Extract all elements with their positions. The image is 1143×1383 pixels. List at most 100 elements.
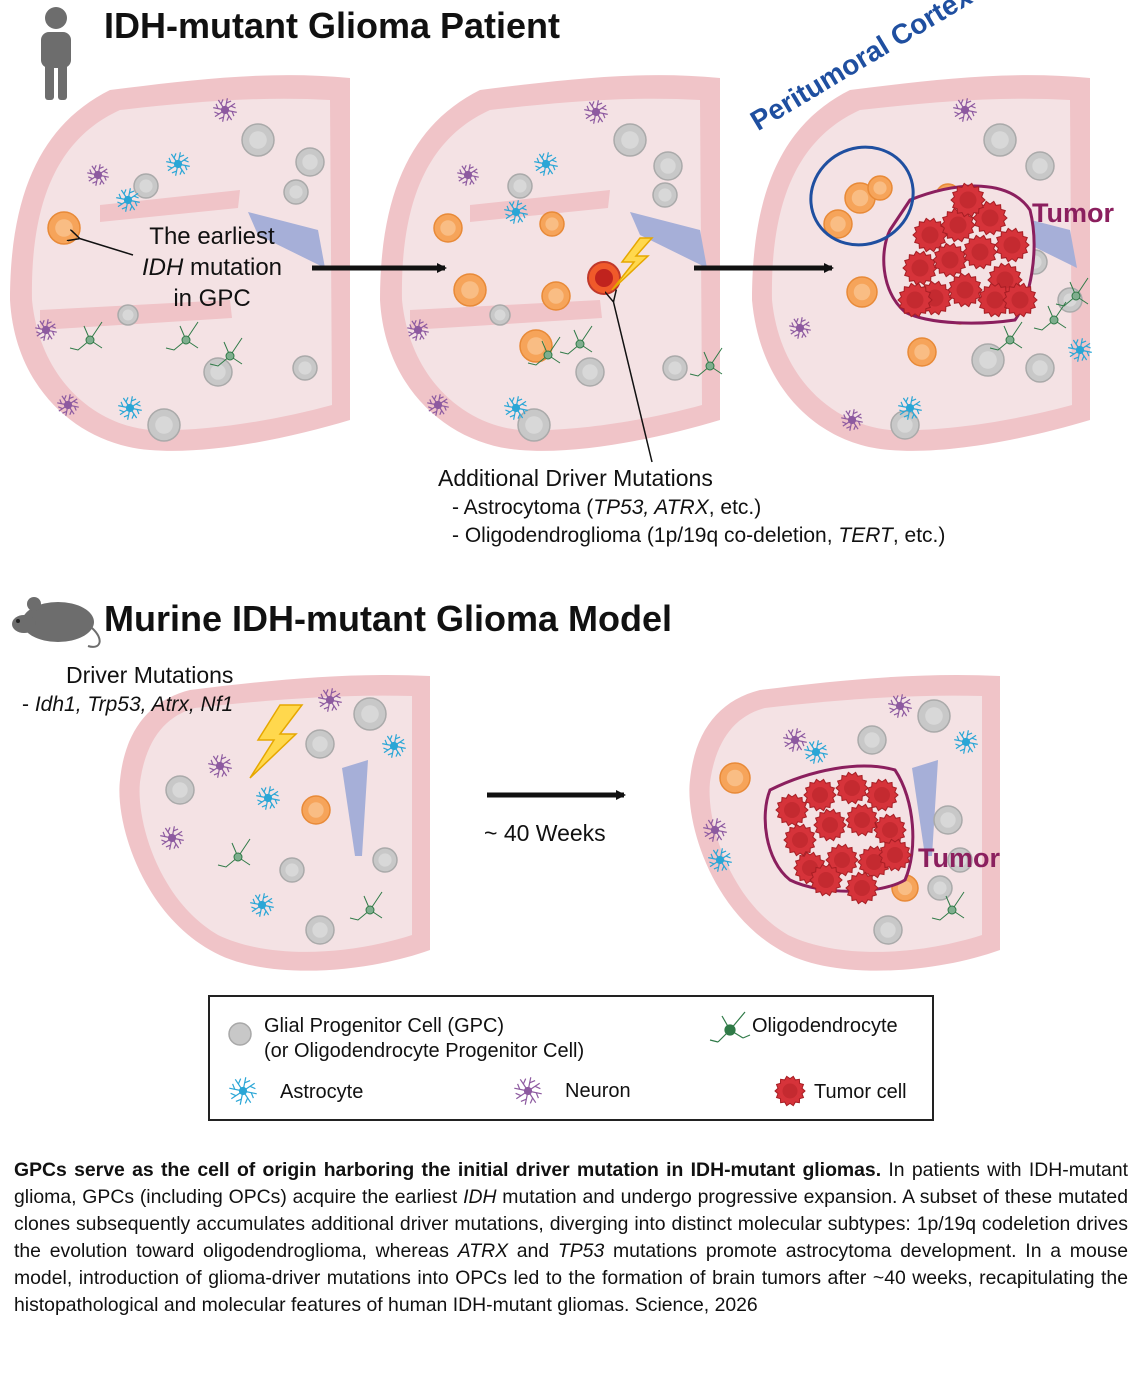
gpc-legend-icon: [228, 1022, 252, 1046]
gpc-cell: [517, 408, 551, 442]
legend-astrocyte-label: Astrocyte: [280, 1081, 364, 1103]
neuron-cell: [35, 319, 57, 341]
astrocyte-cell: [256, 786, 280, 810]
neurons: [35, 98, 977, 850]
mutated-gpc-cell: [453, 273, 487, 307]
peritumoral-cortex-outline: [809, 145, 915, 247]
oligodendrocytes: [69, 277, 1089, 921]
gpc-cell: [295, 147, 325, 177]
tumor-cell: [878, 838, 912, 872]
oligodendrocyte-cell: [1033, 301, 1067, 331]
mutated-gpc-cell: [823, 209, 853, 239]
gpc-cell: [147, 408, 181, 442]
gpc-cell: [983, 123, 1017, 157]
neuron-cell: [888, 694, 912, 718]
neuron-cell: [457, 164, 479, 186]
mutated-gpc-cell: [301, 795, 331, 825]
tumor-cell: [897, 282, 933, 318]
oligodendrocyte-cell: [209, 337, 243, 367]
oligodendrocyte-legend-icon: [709, 1011, 751, 1043]
caption-atrx: ATRX: [457, 1239, 509, 1262]
astrocytoma-line: - Astrocytoma (TP53, ATRX, etc.): [438, 494, 945, 522]
legend-tumor-cell-label: Tumor cell: [814, 1081, 907, 1103]
figure-diagram: IDH-mutant Glioma Patient Murine IDH-mut…: [10, 0, 1114, 1121]
gpc-cell: [857, 725, 887, 755]
oligo-gene: TERT: [838, 523, 893, 547]
murine-driver-list-line: - Idh1, Trp53, Atrx, Nf1: [22, 691, 233, 718]
gpc-cell: [1025, 151, 1055, 181]
tumor-cell: [775, 793, 809, 827]
gpc-cell: [292, 355, 318, 381]
astrocyte-cell: [504, 200, 528, 224]
astrocyte-cell: [1068, 338, 1092, 362]
tumor-cell: [783, 823, 817, 857]
lightning-bolt-icon-murine: [249, 704, 304, 779]
neuron-cell: [57, 394, 79, 416]
oligodendrocyte-cell: [989, 321, 1023, 351]
murine-driver-prefix: -: [22, 692, 35, 716]
mutated-gpc-cell: [541, 281, 571, 311]
oligodendrocyte-cell: [689, 347, 723, 377]
mutated-gpc-cell: [907, 337, 937, 367]
oligodendroglioma-line: - Oligodendroglioma (1p/19q co-deletion,…: [438, 522, 945, 550]
neuron-cell: [841, 409, 863, 431]
caption-part-2: mutation and undergo progressive expansi…: [14, 1185, 1129, 1262]
murine-driver-title: Driver Mutations: [66, 662, 234, 688]
gpc-cell: [613, 123, 647, 157]
gpc-cell: [652, 182, 678, 208]
astrocyte-cell: [708, 848, 732, 872]
tumor-cell: [809, 863, 843, 897]
astrocyte-cell: [954, 730, 978, 754]
earliest-mutation-label: The earliest IDH mutation in GPC: [132, 221, 292, 315]
astrocyte-cell: [534, 152, 558, 176]
murine-driver-genes: Idh1, Trp53, Atrx, Nf1: [34, 692, 234, 716]
tumor-cell: [932, 242, 968, 278]
patient-brain-slice-2: [380, 75, 720, 451]
caption-tp53: TP53: [557, 1239, 605, 1262]
neuron-cell: [208, 754, 232, 778]
earliest-idh: IDH: [141, 254, 184, 282]
gpc-cell: [203, 357, 233, 387]
neuron-cell: [703, 818, 727, 842]
astrocyte-cell: [504, 396, 528, 420]
gpc-cell: [283, 179, 309, 205]
oligodendrocyte-cell: [349, 891, 383, 921]
tumor-cell: [962, 234, 998, 270]
astrocyte-cell: [898, 396, 922, 420]
gpc-cell: [353, 697, 387, 731]
driver-mutation-cell: [587, 261, 621, 295]
legend-box: [208, 995, 934, 1121]
oligo-prefix: - Oligodendroglioma (1p/19q co-deletion,: [452, 523, 839, 547]
neuron-cell: [87, 164, 109, 186]
human-patient-icon: [41, 7, 71, 100]
murine-tumor-label: Tumor: [918, 843, 1000, 873]
gpc-cell: [305, 729, 335, 759]
gpc-cell: [165, 775, 195, 805]
tumor-cell: [865, 778, 899, 812]
mouse-icon: [12, 597, 101, 648]
tumor-cell: [950, 182, 986, 218]
oligodendrocyte-cell: [217, 838, 251, 868]
earliest-pointer-line: [78, 238, 134, 256]
astrocytes: [116, 152, 1092, 917]
gpc-cell: [241, 123, 275, 157]
neuron-cell: [427, 394, 449, 416]
tumor-mass-murine: [763, 764, 915, 905]
astro-prefix: - Astrocytoma (: [452, 495, 594, 519]
astrocyte-cell: [250, 893, 274, 917]
oligodendrocyte-cell: [527, 336, 561, 366]
gpc-cell: [927, 875, 953, 901]
murine-driver-block: Driver Mutations - Idh1, Trp53, Atrx, Nf…: [22, 661, 233, 718]
tumor-cell: [845, 803, 879, 837]
tumor-cell: [813, 808, 847, 842]
gpc-cell: [873, 915, 903, 945]
tumor-cell: [1002, 282, 1038, 318]
mutated-gpc-cell: [47, 211, 81, 245]
oligodendrocyte-cell: [1055, 277, 1089, 307]
gpc-cell: [117, 304, 139, 326]
earliest-line-2: IDH mutation: [132, 252, 292, 283]
astrocyte-cell: [116, 188, 140, 212]
neuron-cell: [783, 728, 807, 752]
murine-section-title: Murine IDH-mutant Glioma Model: [104, 598, 673, 639]
gpc-cell: [933, 805, 963, 835]
